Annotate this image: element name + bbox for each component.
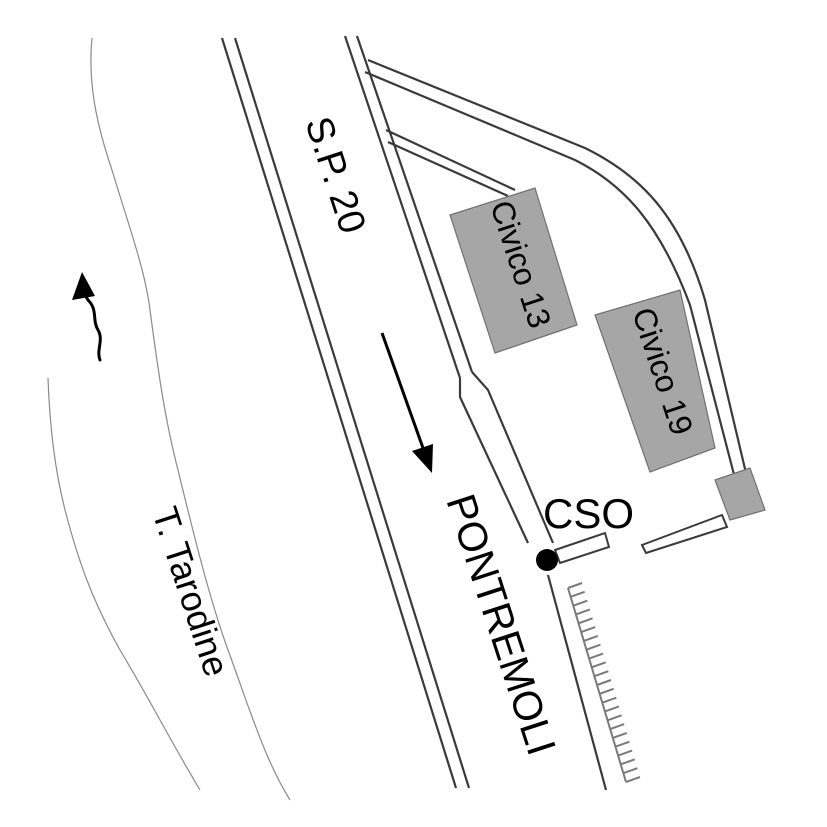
embankment-tick: [607, 714, 622, 722]
embankment-tick: [601, 696, 617, 704]
embankment-tick: [615, 740, 630, 748]
river-flow-arrow-icon: [72, 272, 102, 362]
embankment-hatching-icon: [567, 582, 641, 783]
embankment-tick: [572, 599, 588, 607]
label-river: T. Tarodine: [144, 502, 237, 682]
embankment-tick: [578, 617, 593, 625]
label-cso: CSO: [543, 490, 634, 537]
embankment-tick: [591, 661, 607, 669]
lower-path: [546, 574, 608, 791]
river-right-bank: [47, 377, 201, 791]
embankment-tick: [570, 590, 585, 598]
label-road-sp20: S.P. 20: [296, 112, 373, 239]
building-civico-19: Civico 19: [594, 289, 716, 473]
embankment-tick: [583, 634, 599, 642]
side-lane: [385, 129, 516, 198]
embankment-tick: [617, 749, 633, 757]
river-left-bank: [90, 37, 291, 801]
embankment-tick: [612, 731, 628, 739]
embankment-tick: [586, 643, 601, 651]
building-civico-13: Civico 13: [449, 187, 578, 354]
access-road: [364, 58, 752, 491]
embankment-tick: [620, 758, 636, 766]
embankment-tick: [588, 652, 604, 660]
embankment-tick: [609, 723, 625, 731]
embankment-tick: [604, 705, 620, 713]
embankment-tick: [580, 626, 596, 634]
embankment-tick: [625, 776, 641, 783]
cso-point-icon: [536, 549, 558, 571]
embankment-tick: [575, 608, 591, 616]
river-banks: [47, 37, 291, 801]
small-building: [714, 467, 766, 521]
traffic-direction-arrow-icon: [380, 332, 433, 473]
embankment-tick: [594, 670, 609, 678]
walls: [553, 513, 729, 565]
embankment-tick: [567, 582, 583, 589]
embankment-tick: [623, 767, 638, 775]
road-sp20: [220, 35, 555, 789]
embankment-tick: [596, 679, 612, 686]
embankment-tick: [599, 687, 614, 695]
